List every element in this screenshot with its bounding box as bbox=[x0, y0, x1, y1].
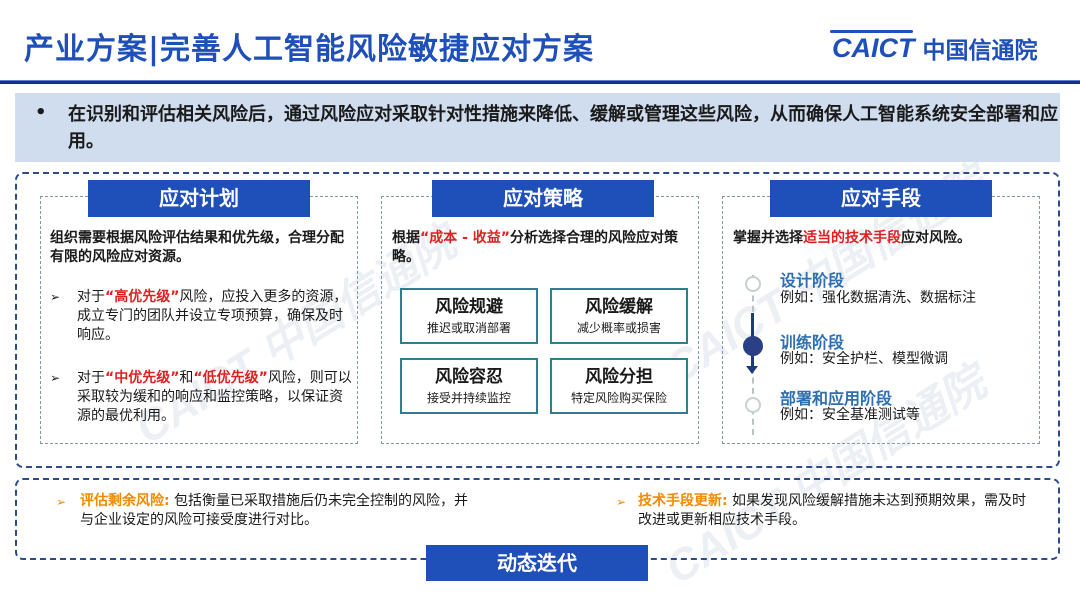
plan-bullet-high-priority: 对于“高优先级”风险，应投入更多的资源，成立专门的团队并设立专项预算，确保及时响… bbox=[77, 289, 348, 343]
arrow-bullet-icon: ➢ bbox=[616, 495, 627, 509]
summary-banner: • 在识别和评估相关风险后，通过风险应对采取针对性措施来降低、缓解或管理这些风险… bbox=[15, 93, 1060, 162]
card-title: 风险分担 bbox=[585, 367, 653, 387]
strategy-card-tolerate: 风险容忍 接受并持续监控 bbox=[400, 358, 538, 414]
header-divider bbox=[0, 80, 1080, 84]
means-intro: 掌握并选择适当的技术手段应对风险。 bbox=[733, 230, 971, 246]
bullet-dot: • bbox=[35, 102, 47, 123]
card-title: 风险容忍 bbox=[435, 367, 503, 387]
strategy-intro: 根据“成本 - 收益”分析选择合理的风险应对策略。 bbox=[392, 230, 678, 265]
plan-intro: 组织需要根据风险评估结果和优先级，合理分配有限的风险应对资源。 bbox=[50, 230, 344, 265]
stage-example-training: 例如：安全护栏、模型微调 bbox=[780, 351, 948, 367]
stage-example-deployment: 例如：安全基准测试等 bbox=[780, 407, 920, 423]
strategy-card-mitigate: 风险缓解 减少概率或损害 bbox=[550, 288, 688, 344]
card-subtitle: 接受并持续监控 bbox=[426, 391, 511, 405]
arrow-bullet-icon: ➢ bbox=[50, 371, 61, 385]
caict-logo: CAICT 中国信通院 bbox=[830, 29, 1038, 65]
heading-response-plan: 应对计划 bbox=[88, 180, 310, 217]
arrow-bullet-icon: ➢ bbox=[50, 290, 61, 304]
plan-bullet-mid-low-priority: 对于“中优先级”和“低优先级”风险，则可以采取较为缓和的响应和监控策略，以保证资… bbox=[77, 370, 352, 424]
stage-title-deployment: 部署和应用阶段 bbox=[780, 389, 893, 408]
card-subtitle: 减少概率或损害 bbox=[576, 321, 661, 335]
arrow-bullet-icon: ➢ bbox=[56, 495, 67, 509]
dynamic-iteration-label: 动态迭代 bbox=[426, 545, 648, 581]
residual-risk-note: 评估剩余风险: 包括衡量已采取措施后仍未完全控制的风险，并与企业设定的风险可接受… bbox=[80, 493, 469, 528]
stage-example-design: 例如：强化数据清洗、数据标注 bbox=[780, 290, 976, 306]
arrow-down-icon bbox=[746, 366, 758, 374]
strategy-card-share: 风险分担 特定风险购买保险 bbox=[550, 358, 688, 414]
card-title: 风险规避 bbox=[435, 297, 503, 317]
response-frame bbox=[15, 172, 1060, 468]
stage-title-training: 训练阶段 bbox=[780, 333, 845, 352]
card-subtitle: 推迟或取消部署 bbox=[426, 321, 511, 335]
slide-header: 产业方案|完善人工智能风险敏捷应对方案 CAICT 中国信通院 bbox=[0, 0, 1080, 84]
header-divider-accent bbox=[0, 80, 1080, 81]
card-subtitle: 特定风险购买保险 bbox=[570, 391, 667, 405]
logo-wordmark: CAICT bbox=[830, 29, 915, 64]
timeline-node-icon bbox=[745, 397, 761, 413]
stage-title-design: 设计阶段 bbox=[780, 271, 845, 290]
heading-response-means: 应对手段 bbox=[770, 180, 992, 217]
timeline-node-active-icon bbox=[743, 336, 763, 356]
summary-text: 在识别和评估相关风险后，通过风险应对采取针对性措施来降低、缓解或管理这些风险，从… bbox=[68, 104, 1058, 152]
timeline-node-icon bbox=[745, 276, 761, 292]
page-title: 产业方案|完善人工智能风险敏捷应对方案 bbox=[24, 32, 594, 67]
card-title: 风险缓解 bbox=[585, 297, 653, 317]
tech-update-note: 技术手段更新: 如果发现风险缓解措施未达到预期效果，需及时改进或更新相应技术手段… bbox=[638, 493, 1027, 528]
logo-chinese-name: 中国信通院 bbox=[922, 38, 1038, 64]
heading-response-strategy: 应对策略 bbox=[432, 180, 654, 217]
strategy-card-avoid: 风险规避 推迟或取消部署 bbox=[400, 288, 538, 344]
